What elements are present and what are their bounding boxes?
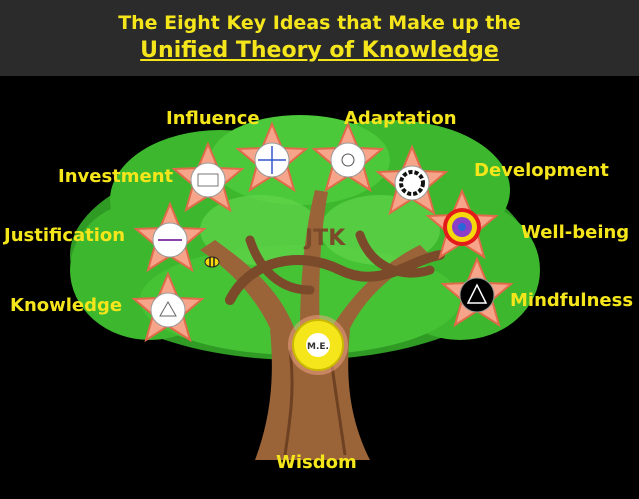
title-line-1: The Eight Key Ideas that Make up the — [118, 12, 521, 34]
label-justification: Justification — [4, 225, 126, 246]
flower-knowledge — [131, 271, 205, 343]
label-development: Development — [474, 160, 609, 181]
label-mindfulness: Mindfulness — [510, 290, 634, 311]
label-wellbeing: Well-being — [521, 222, 630, 243]
label-adaptation: Adaptation — [344, 108, 457, 129]
flower-influence — [235, 121, 309, 193]
flower-wellbeing — [425, 188, 499, 260]
label-wisdom: Wisdom — [276, 452, 357, 473]
label-investment: Investment — [58, 166, 174, 187]
jtk-logo: JTK — [225, 226, 445, 305]
label-knowledge: Knowledge — [10, 295, 123, 316]
flower-wisdom: M.E. — [288, 315, 348, 375]
flower-justification — [133, 201, 207, 273]
label-influence: Influence — [166, 108, 260, 129]
title-line-2: Unified Theory of Knowledge — [140, 38, 499, 63]
flower-mindfulness — [440, 256, 514, 328]
flower-development — [375, 144, 449, 216]
wisdom-badge-text: M.E. — [307, 342, 329, 352]
bee-icon — [204, 256, 220, 268]
jtk-logo-text: JTK — [303, 226, 346, 251]
flower-adaptation — [311, 121, 385, 193]
flower-investment — [171, 141, 245, 213]
title-banner: The Eight Key Ideas that Make up the Uni… — [0, 0, 639, 76]
